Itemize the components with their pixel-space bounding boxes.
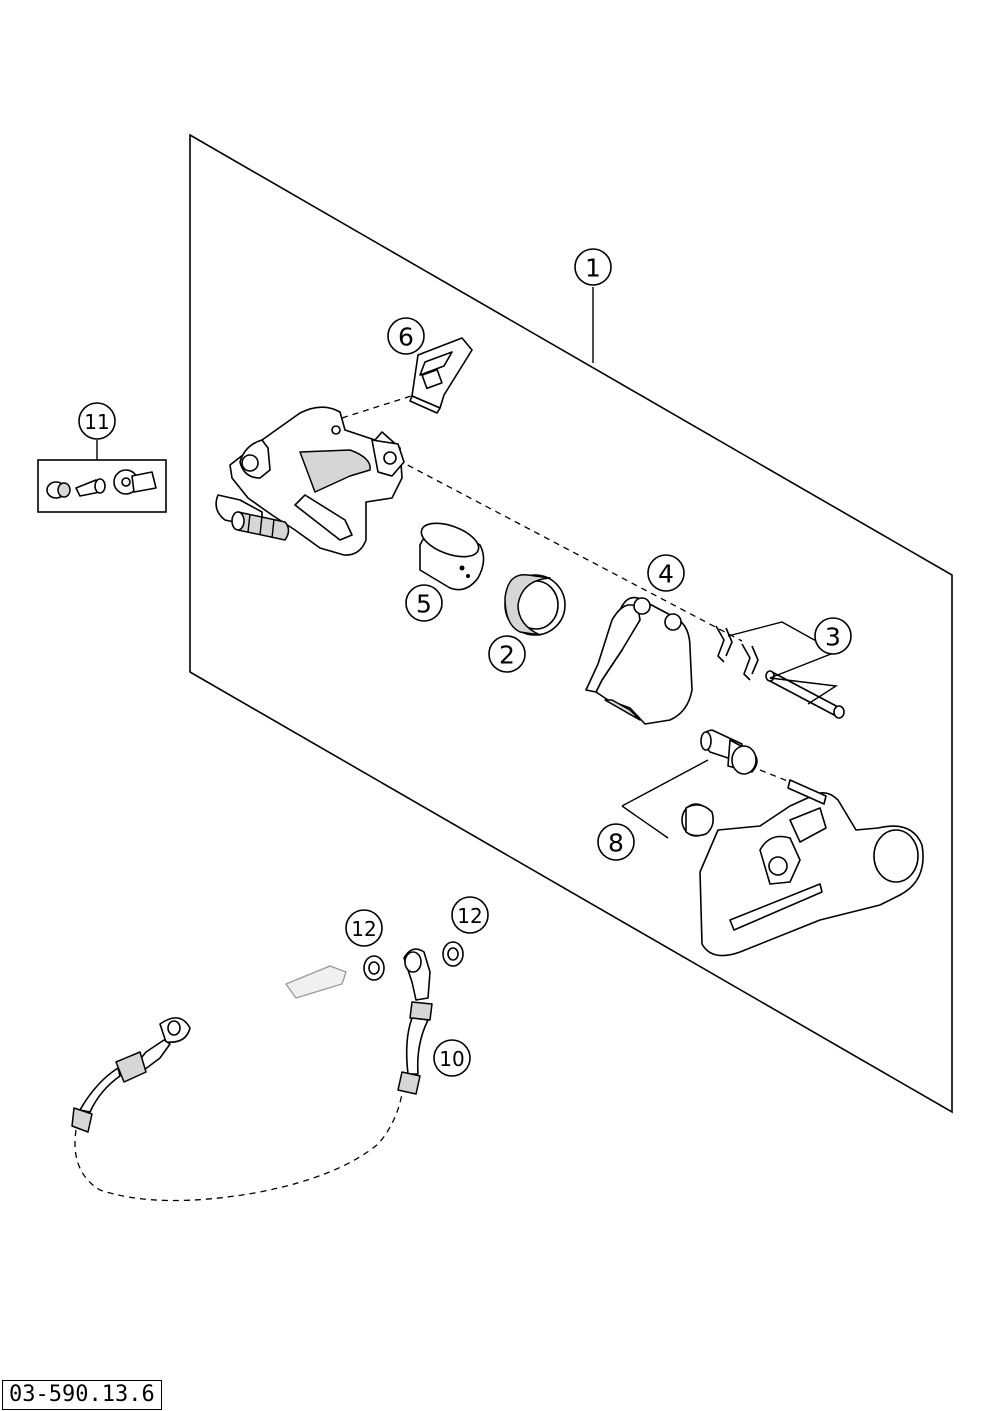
guide-bolt-part [621, 729, 758, 839]
callout-label-10: 10 [439, 1047, 464, 1071]
callout-10: 10 [433, 1039, 471, 1077]
callout-5: 5 [405, 584, 443, 622]
callout-label-12a: 12 [351, 917, 376, 941]
pad-spring-part [409, 337, 473, 414]
callout-label-4: 4 [658, 560, 674, 589]
brake-line-part [71, 941, 464, 1202]
piston-seal-part [504, 573, 566, 636]
callout-6: 6 [387, 317, 425, 355]
caliper-body-part [215, 406, 405, 556]
guide-boot-part [681, 803, 714, 837]
callout-12-left: 12 [345, 909, 383, 947]
assembly-frame [189, 133, 953, 1114]
pin-and-clips-part [715, 621, 845, 719]
callout-12-right: 12 [451, 896, 489, 934]
brake-line-dashed-route [74, 1093, 403, 1202]
callout-label-2: 2 [499, 641, 515, 670]
diagram-reference-code: 03-590.13.6 [2, 1380, 162, 1410]
piston-part [419, 522, 485, 591]
callout-label-6: 6 [398, 323, 414, 352]
callout-11: 11 [78, 402, 116, 440]
callout-label-11: 11 [84, 410, 109, 434]
bleeder-kit-box [37, 459, 167, 513]
callout-3: 3 [814, 617, 852, 655]
dash-line-pin [397, 459, 743, 642]
callout-2: 2 [488, 635, 526, 673]
caliper-bracket-part [699, 779, 924, 957]
callout-label-3: 3 [825, 623, 841, 652]
dash-line-bolt [759, 769, 791, 783]
dash-line-6 [341, 389, 431, 419]
brake-pads-part [585, 596, 693, 725]
callout-label-5: 5 [416, 590, 432, 619]
banjo-bolt-faded [284, 965, 347, 999]
callout-1: 1 [574, 248, 612, 286]
callout-8: 8 [597, 823, 635, 861]
callout-4: 4 [647, 554, 685, 592]
callout-label-1: 1 [585, 254, 601, 283]
callout-label-8: 8 [608, 829, 624, 858]
bleeder-valve-kit-part [46, 469, 157, 499]
callout-label-12b: 12 [457, 904, 482, 928]
